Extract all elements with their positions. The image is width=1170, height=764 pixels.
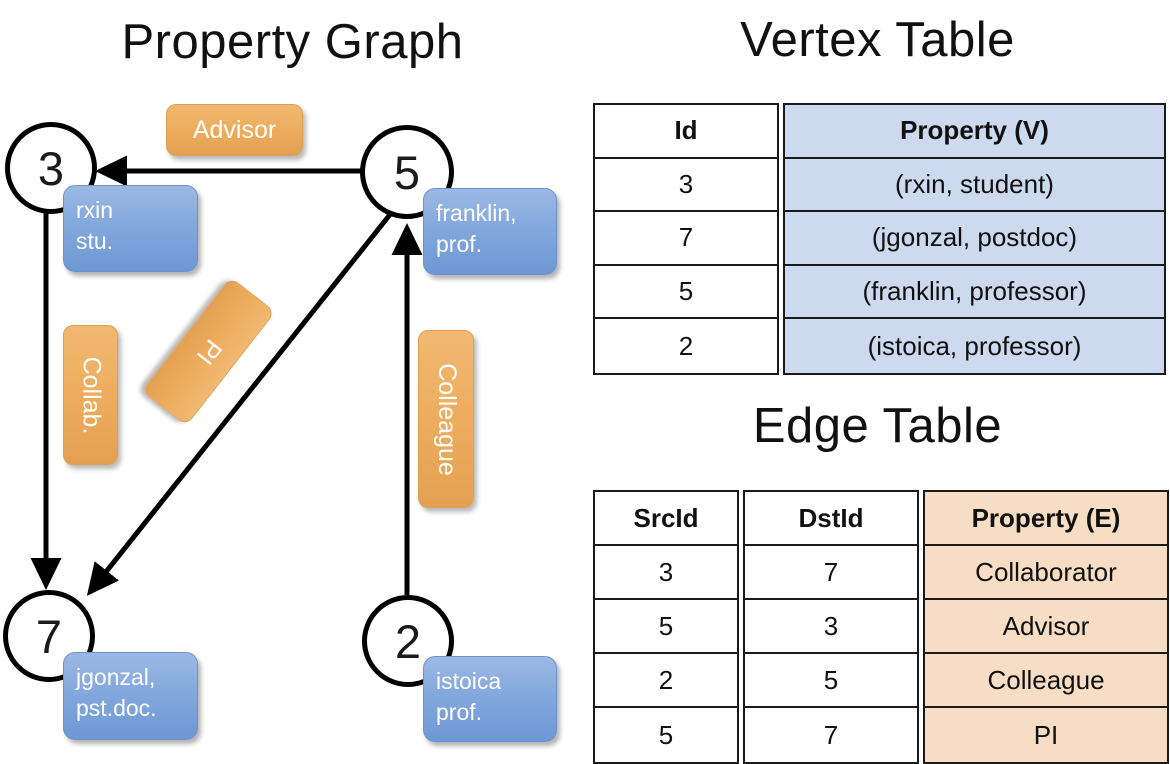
node-5-property-box: franklin, prof. bbox=[423, 188, 557, 275]
table-row: 7 bbox=[745, 546, 917, 600]
node-5-property-line1: franklin, bbox=[436, 200, 517, 226]
node-2-property-line2: prof. bbox=[436, 699, 483, 726]
table-row: (jgonzal, postdoc) bbox=[785, 212, 1164, 266]
table-row: 7 bbox=[745, 708, 917, 762]
vertex-table-header-property: Property (V) bbox=[785, 105, 1164, 159]
node-2-property-line1: istoica bbox=[436, 668, 502, 694]
table-row: (rxin, student) bbox=[785, 158, 1164, 213]
node-7-property-line2: pst.doc. bbox=[76, 695, 157, 722]
table-row: (istoica, professor) bbox=[785, 319, 1164, 373]
node-7-property-line1: jgonzal, bbox=[76, 664, 156, 690]
table-row: 3 bbox=[745, 600, 917, 654]
edge-5-to-7 bbox=[86, 210, 394, 596]
graph-node-7-label: 7 bbox=[35, 609, 63, 663]
node-3-property-line1: rxin bbox=[76, 197, 114, 223]
edge-label-colleague-text: Colleague bbox=[432, 362, 461, 476]
graph-node-5-label: 5 bbox=[393, 145, 421, 199]
page-title-edge-table: Edge Table bbox=[752, 399, 1003, 453]
table-row: Collaborator bbox=[925, 546, 1167, 600]
node-5-property-line2: prof. bbox=[436, 231, 483, 258]
edge-table-header-dstid: DstId bbox=[745, 492, 917, 546]
table-row: Advisor bbox=[925, 600, 1167, 654]
property-graph-diagram: 3 5 7 2 rxin stu. franklin, prof. jgonza… bbox=[0, 0, 585, 760]
node-3-property-box: rxin stu. bbox=[63, 185, 198, 272]
table-row: 5 bbox=[595, 600, 737, 654]
table-row: 5 bbox=[745, 654, 917, 708]
edge-label-collab-text: Collab. bbox=[77, 356, 106, 434]
graph-node-3-label: 3 bbox=[37, 141, 65, 195]
edge-label-colleague: Colleague bbox=[418, 330, 474, 508]
page-title-property-graph: Property Graph bbox=[121, 15, 464, 69]
vertex-table-id-column: Id 3 7 5 2 bbox=[593, 103, 779, 375]
table-row: 3 bbox=[595, 546, 737, 600]
edge-table-header-property: Property (E) bbox=[925, 492, 1167, 546]
table-row: 3 bbox=[595, 158, 777, 213]
node-2-property-box: istoica prof. bbox=[423, 656, 557, 742]
edge-label-advisor: Advisor bbox=[166, 104, 303, 156]
table-row: 5 bbox=[595, 265, 777, 320]
edge-label-advisor-text: Advisor bbox=[192, 115, 277, 144]
node-3-property-line2: stu. bbox=[76, 228, 114, 255]
table-row: 2 bbox=[595, 654, 737, 708]
edge-label-collab: Collab. bbox=[63, 325, 118, 465]
table-row: 7 bbox=[595, 212, 777, 266]
graph-node-5[interactable]: 5 bbox=[360, 125, 454, 219]
node-7-property-box: jgonzal, pst.doc. bbox=[63, 652, 198, 740]
table-row: Colleague bbox=[925, 654, 1167, 708]
vertex-table-property-column: Property (V) (rxin, student) (jgonzal, p… bbox=[783, 103, 1166, 375]
graph-node-2-label: 2 bbox=[394, 614, 422, 668]
vertex-table: Id 3 7 5 2 Property (V) (rxin, student) … bbox=[593, 103, 1166, 375]
vertex-table-header-id: Id bbox=[595, 105, 777, 159]
edge-table-dstid-column: DstId 7 3 5 7 bbox=[743, 490, 919, 764]
table-row: PI bbox=[925, 708, 1167, 762]
page-title-vertex-table: Vertex Table bbox=[740, 13, 1015, 67]
table-row: 2 bbox=[595, 319, 777, 373]
table-row: 5 bbox=[595, 708, 737, 762]
edge-table-header-srcid: SrcId bbox=[595, 492, 737, 546]
edge-table-property-column: Property (E) Collaborator Advisor Collea… bbox=[923, 490, 1169, 764]
edge-table-srcid-column: SrcId 3 5 2 5 bbox=[593, 490, 739, 764]
table-row: (franklin, professor) bbox=[785, 265, 1164, 320]
graph-node-2[interactable]: 2 bbox=[362, 595, 454, 687]
edge-table: SrcId 3 5 2 5 DstId 7 3 5 7 Property (E)… bbox=[593, 490, 1169, 764]
edge-label-pi-text: PI bbox=[190, 333, 228, 370]
graph-edge-arrows bbox=[30, 155, 423, 596]
